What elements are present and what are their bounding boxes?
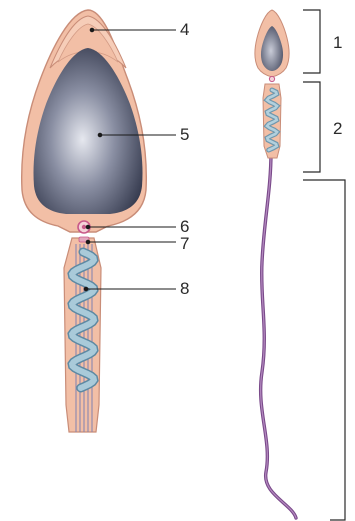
label-4: 4 bbox=[180, 21, 189, 38]
label-6: 6 bbox=[180, 218, 189, 235]
tail bbox=[261, 152, 296, 518]
whole-sperm bbox=[255, 10, 296, 518]
label-5: 5 bbox=[180, 126, 189, 143]
bracket-1 bbox=[303, 10, 320, 73]
bracket-3 bbox=[303, 180, 345, 520]
label-2: 2 bbox=[333, 120, 342, 137]
bracket-2 bbox=[303, 82, 320, 172]
label-1: 1 bbox=[333, 34, 342, 51]
label-8: 8 bbox=[180, 280, 189, 297]
brackets bbox=[303, 10, 345, 520]
label-7: 7 bbox=[180, 235, 189, 252]
small-centriole bbox=[269, 76, 274, 81]
detailed-sperm bbox=[22, 10, 147, 432]
centriole-core bbox=[82, 225, 86, 229]
